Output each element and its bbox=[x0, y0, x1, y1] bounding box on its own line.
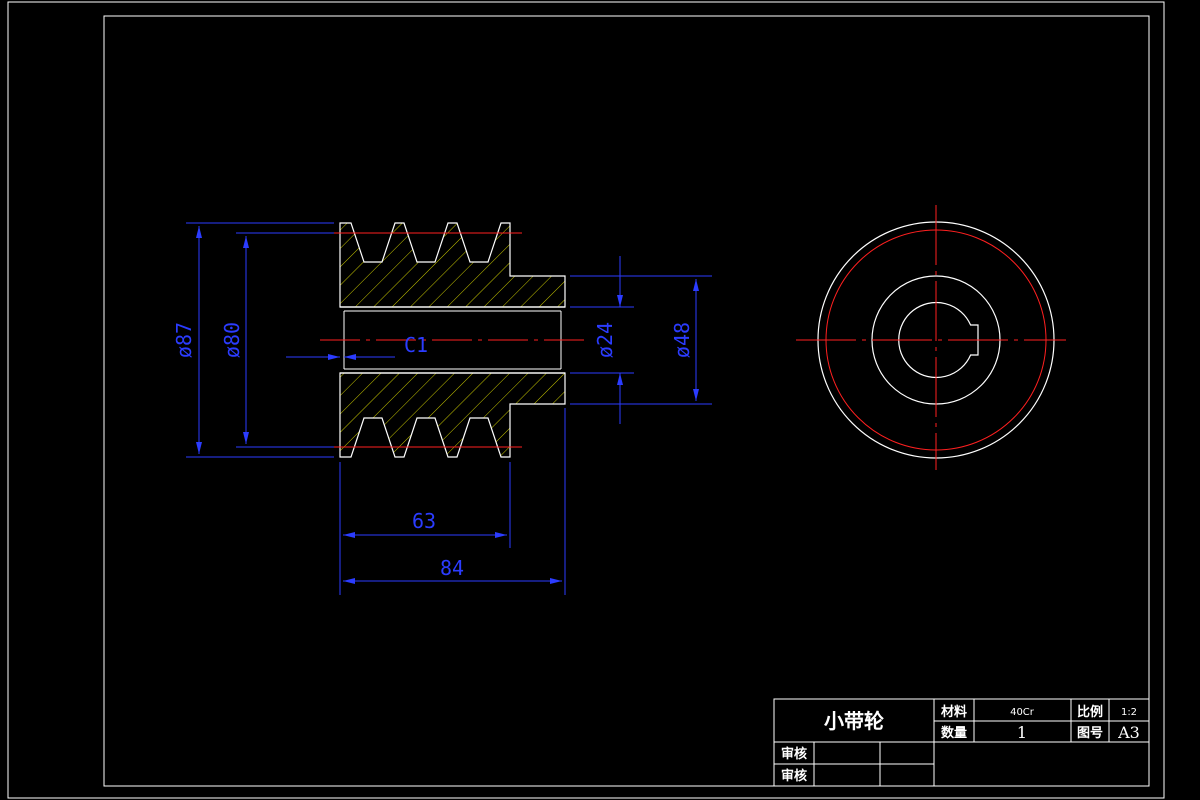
scale-value: 1:2 bbox=[1121, 707, 1137, 718]
chamfer-label: C1 bbox=[404, 333, 428, 357]
section-lower-hatch bbox=[339, 372, 566, 458]
material-label: 材料 bbox=[941, 704, 967, 720]
quantity-value: 1 bbox=[1017, 723, 1027, 742]
review-label-2: 审核 bbox=[781, 768, 807, 784]
quantity-label: 数量 bbox=[941, 725, 967, 741]
section-upper-hatch bbox=[339, 222, 566, 308]
dimensions bbox=[186, 222, 712, 595]
scale-label: 比例 bbox=[1077, 704, 1103, 720]
total-length-label: 84 bbox=[440, 556, 464, 580]
title-block bbox=[773, 698, 1150, 787]
outer-diameter-label: ø87 bbox=[172, 322, 196, 358]
material-value: 40Cr bbox=[1010, 707, 1035, 718]
keyed-bore bbox=[898, 301, 979, 379]
review-label-1: 审核 bbox=[781, 746, 807, 762]
bore-diameter-label: ø24 bbox=[593, 322, 617, 358]
part-name: 小带轮 bbox=[824, 709, 884, 733]
sheet-outer-border bbox=[7, 1, 1165, 799]
drawing-no-value: A3 bbox=[1117, 723, 1140, 742]
front-view bbox=[796, 205, 1066, 470]
section-view bbox=[320, 222, 590, 458]
pitch-diameter-label: ø80 bbox=[220, 322, 244, 358]
groove-length-label: 63 bbox=[412, 509, 436, 533]
hub-diameter-label: ø48 bbox=[670, 322, 694, 358]
drawing-no-label: 图号 bbox=[1077, 726, 1103, 741]
sheet-inner-border bbox=[103, 15, 1150, 787]
